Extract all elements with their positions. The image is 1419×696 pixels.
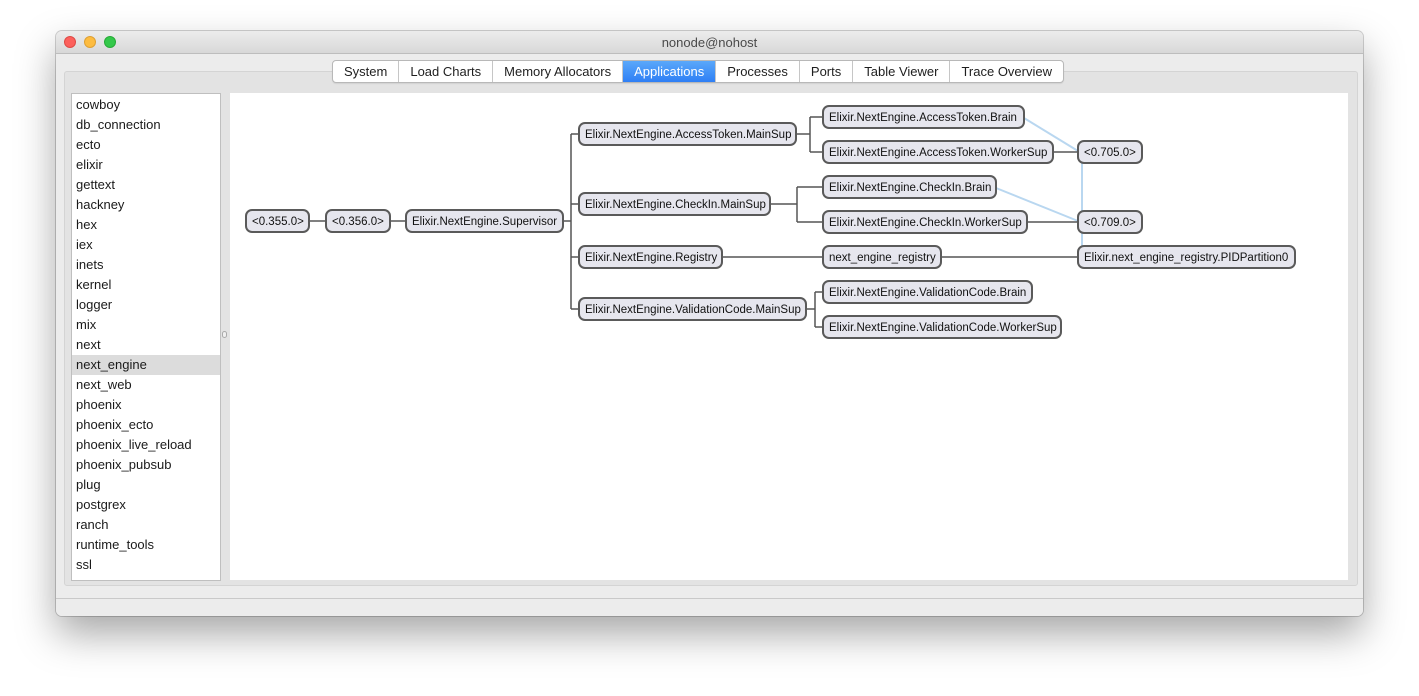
status-bar [56,598,1363,616]
tree-node-supervisor[interactable]: Elixir.NextEngine.Supervisor [405,209,564,233]
supervision-tree: <0.355.0> <0.356.0> Elixir.NextEngine.Supe… [245,105,1296,339]
tree-node-checkin-brain[interactable]: Elixir.NextEngine.CheckIn.Brain [822,175,997,199]
tab-system[interactable]: System [333,61,400,82]
tree-node-pidpartition[interactable]: Elixir.next_engine_registry.PIDPartition… [1077,245,1296,269]
tree-node-label: <0.356.0> [332,216,384,228]
app-list-item-phoenix-live-reload[interactable]: phoenix_live_reload [76,437,192,452]
tree-node-label: Elixir.NextEngine.AccessToken.Brain [829,112,1017,124]
tree-node-label: Elixir.NextEngine.ValidationCode.WorkerS… [829,322,1057,334]
app-list-item-db-connection[interactable]: db_connection [76,117,161,132]
tree-node-root[interactable]: <0.355.0> [245,209,310,233]
app-list-item-next[interactable]: next [76,337,101,352]
tree-node-label: <0.709.0> [1084,217,1136,229]
tab-memory-allocators[interactable]: Memory Allocators [493,61,624,82]
tree-node-label: Elixir.NextEngine.ValidationCode.MainSup [585,304,801,316]
app-list-item-gettext[interactable]: gettext [76,177,116,192]
title-bar: nonode@nohost [56,31,1363,54]
app-list-item-ecto[interactable]: ecto [76,137,101,152]
tree-node-accesstoken-brain[interactable]: Elixir.NextEngine.AccessToken.Brain [822,105,1025,129]
tree-node-validationcode-brain[interactable]: Elixir.NextEngine.ValidationCode.Brain [822,280,1033,304]
close-button[interactable] [64,36,76,48]
tab-ports[interactable]: Ports [800,61,854,82]
tab-processes[interactable]: Processes [716,61,800,82]
tree-node-checkin-workersup[interactable]: Elixir.NextEngine.CheckIn.WorkerSup [822,210,1028,234]
tree-node-label: Elixir.NextEngine.CheckIn.WorkerSup [829,217,1022,229]
app-list-item-next-engine[interactable]: next_engine [72,355,220,375]
app-list-item-iex[interactable]: iex [76,237,93,252]
tab-table-viewer[interactable]: Table Viewer [853,61,951,82]
app-list-item-ssl[interactable]: ssl [76,557,92,572]
tab-trace-overview[interactable]: Trace Overview [961,64,1052,79]
app-list-item-hackney[interactable]: hackney [76,197,125,212]
tree-node-checkin-mainsup[interactable]: Elixir.NextEngine.CheckIn.MainSup [578,192,771,216]
tab-applications[interactable]: Applications [623,61,717,82]
splitter-handle[interactable] [222,331,227,338]
tree-node-validationcode-mainsup[interactable]: Elixir.NextEngine.ValidationCode.MainSup [578,297,807,321]
tree-node-label: Elixir.next_engine_registry.PIDPartition… [1084,252,1288,264]
tree-node-accesstoken-workersup[interactable]: Elixir.NextEngine.AccessToken.WorkerSup [822,140,1054,164]
app-list-item-plug[interactable]: plug [76,477,101,492]
tree-node-registry[interactable]: Elixir.NextEngine.Registry [578,245,723,269]
tree-node-pid-709[interactable]: <0.709.0> [1077,210,1143,234]
secondary-link-accesstoken_brain-pid_705 [1023,117,1079,152]
tab-load-charts[interactable]: Load Charts [399,61,494,82]
app-list-item-elixir[interactable]: elixir [76,157,103,172]
window-title: nonode@nohost [661,35,758,50]
app-list-item-ranch[interactable]: ranch [76,517,109,532]
maximize-button[interactable] [104,36,116,48]
app-list-item-phoenix[interactable]: phoenix [76,397,122,412]
tree-node-label: next_engine_registry [829,252,936,264]
app-list-item-cowboy[interactable]: cowboy [76,97,121,112]
secondary-link-checkin_brain-pid_709 [995,187,1079,222]
tree-node-next-engine-registry[interactable]: next_engine_registry [822,245,942,269]
tree-node-label: Elixir.NextEngine.Registry [585,252,718,264]
app-list-item-phoenix-ecto[interactable]: phoenix_ecto [76,417,154,432]
tree-node-label: <0.705.0> [1084,147,1136,159]
app-list-item-inets[interactable]: inets [76,257,104,272]
tree-node-accesstoken-mainsup[interactable]: Elixir.NextEngine.AccessToken.MainSup [578,122,797,146]
tree-node-label: Elixir.NextEngine.CheckIn.MainSup [585,199,766,211]
app-list-item-hex[interactable]: hex [76,217,97,232]
app-list-item-mix[interactable]: mix [76,317,97,332]
tree-node-label: Elixir.NextEngine.ValidationCode.Brain [829,287,1026,299]
minimize-button[interactable] [84,36,96,48]
app-list-item-logger[interactable]: logger [76,297,113,312]
tree-node-app-master[interactable]: <0.356.0> [325,209,391,233]
tree-node-label: Elixir.NextEngine.AccessToken.WorkerSup [829,147,1047,159]
app-list-item-runtime-tools[interactable]: runtime_tools [76,537,155,552]
tree-node-validationcode-workersup[interactable]: Elixir.NextEngine.ValidationCode.WorkerS… [822,315,1062,339]
tree-node-label: <0.355.0> [252,216,304,228]
supervision-tree-canvas: <0.355.0> <0.356.0> Elixir.NextEngine.Supe… [230,93,1348,580]
tree-node-label: Elixir.NextEngine.AccessToken.MainSup [585,129,791,141]
app-list-item-phoenix-pubsub[interactable]: phoenix_pubsub [76,457,172,472]
tree-node-label: Elixir.NextEngine.Supervisor [412,216,557,228]
app-list-item-kernel[interactable]: kernel [76,277,112,292]
tree-node-label: Elixir.NextEngine.CheckIn.Brain [829,182,991,194]
tree-node-pid-705[interactable]: <0.705.0> [1077,140,1143,164]
app-list-item-next-web[interactable]: next_web [76,377,132,392]
app-list-item-postgrex[interactable]: postgrex [76,497,126,512]
